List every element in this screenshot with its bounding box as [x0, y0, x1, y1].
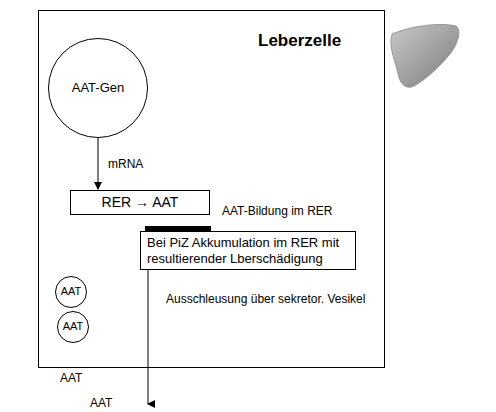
note-box: Bei PiZ Akkumulation im RER mit resultie… — [140, 231, 356, 270]
annotation-label: AAT-Bildung im RER — [222, 204, 332, 218]
cell-outline: LeberzelleAAT-GenRER → AAT Bei PiZ Akkumu… — [38, 10, 385, 368]
node-text: AAT — [63, 320, 84, 333]
annotation-label: AAT — [90, 396, 112, 410]
node-text: RER → AAT — [77, 194, 203, 211]
node-text: Bei PiZ Akkumulation im RER mit resultie… — [147, 235, 349, 266]
vesicle-circle: AAT — [55, 276, 87, 308]
node-text: AAT — [61, 285, 82, 298]
annotation-label: AAT — [60, 371, 82, 385]
liver-picture — [391, 24, 459, 87]
annotation-label: Ausschleusung über sekretor. Vesikel — [166, 292, 365, 306]
edge-label: mRNA — [108, 157, 143, 171]
secretion-arrow — [148, 266, 149, 404]
vesicle-circle: AAT — [57, 311, 89, 343]
gene-circle: AAT-Gen — [48, 38, 148, 138]
node-text: AAT-Gen — [72, 80, 125, 96]
flow-arrow — [98, 138, 99, 189]
cell-title: Leberzelle — [258, 31, 341, 51]
rer-box: RER → AAT — [70, 190, 210, 215]
